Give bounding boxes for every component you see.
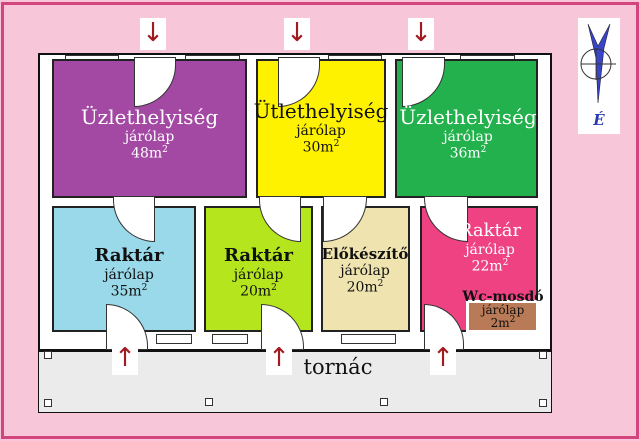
porch-post [539, 399, 547, 407]
compass-north-label: É [593, 111, 605, 129]
room-name: Előkészítő [321, 245, 409, 263]
window [341, 334, 396, 344]
entrance-arrow-up-icon: ↑ [430, 343, 456, 375]
porch-post [539, 351, 547, 359]
porch-post [44, 351, 52, 359]
room-area: 20m2 [240, 282, 277, 300]
entrance-arrow-down-icon: ↓ [140, 18, 166, 50]
room-area: 35m2 [110, 282, 148, 300]
room-area: 20m2 [346, 279, 384, 296]
room-area: 48m2 [131, 145, 168, 162]
room-floor: járólap [340, 263, 390, 280]
room-label-storage-3: Raktár járólap 22m2 [442, 220, 538, 275]
room-floor: járólap [465, 241, 515, 258]
entrance-arrow-down-icon: ↓ [408, 18, 434, 50]
room-wc [466, 300, 538, 332]
room-shop-2 [256, 59, 386, 198]
room-name: Raktár [458, 220, 522, 241]
entrance-arrow-up-icon: ↑ [266, 343, 292, 375]
window [212, 334, 248, 344]
room-label-storage-1: Raktár járólap 35m2 [62, 245, 196, 300]
room-floor: járólap [124, 129, 175, 145]
room-label-shop-3: Üzlethelyiség járólap 36m2 [393, 106, 543, 162]
room-name: Üzlethelyiség [80, 105, 219, 129]
compass-needle-icon [580, 23, 616, 104]
room-label-prep: Előkészítő járólap 20m2 [313, 245, 417, 296]
room-floor: járólap [296, 123, 346, 139]
room-name: Üzlethelyiség [399, 105, 537, 129]
room-floor: járólap [481, 303, 525, 317]
room-name: Wc-mosdó [462, 289, 544, 305]
porch-post [380, 398, 388, 406]
room-floor: járólap [233, 266, 284, 283]
room-label-storage-2: Raktár járólap 20m2 [204, 245, 313, 300]
room-area: 22m2 [471, 257, 509, 275]
entrance-arrow-down-icon: ↓ [284, 18, 310, 50]
porch-post [44, 399, 52, 407]
window [156, 334, 192, 344]
entrance-arrow-up-icon: ↑ [112, 343, 138, 375]
room-label-wc: Wc-mosdó járólap 2m2 [456, 290, 550, 329]
porch-post [205, 398, 213, 406]
compass: É [578, 18, 620, 134]
room-name: Raktár [94, 245, 164, 266]
room-label-shop-2: Ütlethelyiség járólap 30m2 [248, 100, 394, 156]
room-area: 36m2 [449, 145, 487, 162]
room-area: 30m2 [302, 139, 340, 156]
room-area: 2m2 [490, 315, 516, 330]
room-floor: járólap [443, 129, 493, 145]
room-name: Ütlethelyiség [253, 99, 389, 123]
porch-label: tornác [303, 355, 373, 379]
room-label-shop-1: Üzlethelyiség járólap 48m2 [52, 106, 247, 162]
room-floor: járólap [104, 266, 154, 283]
room-name: Raktár [224, 245, 293, 266]
